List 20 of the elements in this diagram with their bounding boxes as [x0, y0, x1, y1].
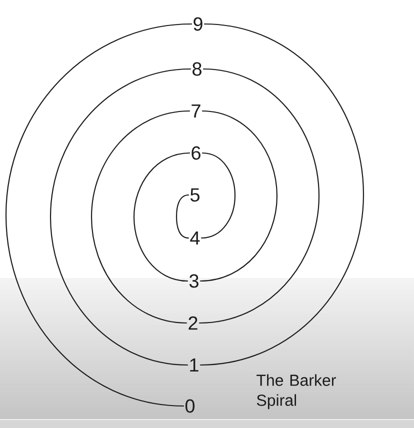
spiral-number: 9: [194, 17, 202, 31]
spiral-number: 2: [188, 316, 198, 330]
spiral-arc: [200, 152, 236, 239]
spiral-number: 4: [190, 231, 200, 245]
spiral-number: 6: [192, 146, 200, 160]
spiral-arc: [5, 23, 192, 407]
caption: The Barker Spiral: [256, 374, 336, 410]
spiral-number: 0: [185, 399, 195, 413]
spiral-number: 8: [192, 62, 202, 76]
spiral-arc: [50, 68, 192, 366]
spiral-arc: [133, 152, 190, 282]
spiral-arc: [176, 194, 190, 239]
spiral-arc: [90, 110, 190, 324]
spiral-number: 3: [189, 274, 198, 288]
spiral-number: 7: [192, 104, 200, 118]
spiral-arc: [198, 68, 320, 324]
spiral-number: 1: [190, 358, 198, 372]
spiral-arc: [200, 23, 364, 366]
spiral-arc: [200, 110, 278, 282]
spiral-number: 5: [190, 188, 200, 202]
